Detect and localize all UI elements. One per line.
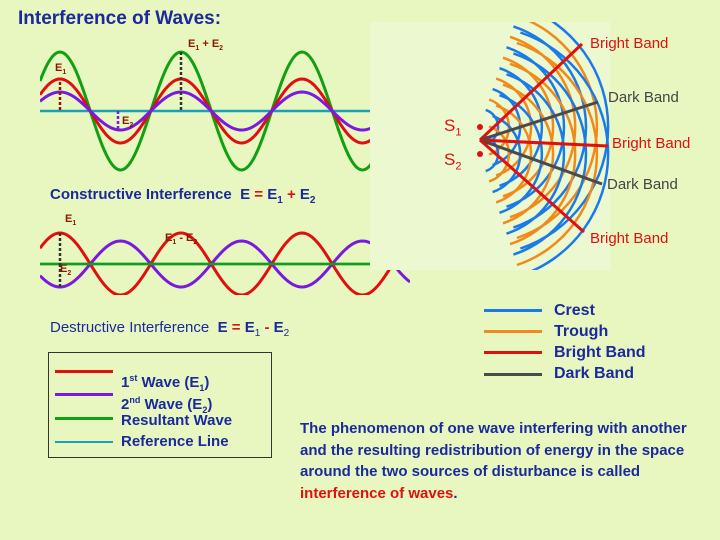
wavefront-arc [513, 52, 588, 256]
bright-band-label-3: Bright Band [590, 230, 669, 247]
legend-trough: Trough [554, 323, 609, 340]
legend-second-wave: 2nd Wave (E2) [121, 395, 213, 415]
legend-first-wave: 1st Wave (E1) [121, 373, 210, 393]
destructive-heading: Destructive Interference E = E1 - E2 [50, 319, 290, 339]
second-wave-swatch [55, 393, 113, 396]
wavefront-arc [520, 31, 610, 270]
label-e2-destructive: E2 [60, 263, 72, 278]
dark-band-label-2: Dark Band [607, 176, 678, 193]
source-s1-dot [477, 124, 483, 130]
band-line [479, 138, 603, 186]
resultant-swatch [55, 417, 113, 420]
first-wave [40, 231, 410, 295]
source-s2-label: S2 [444, 150, 462, 173]
constructive-heading: Constructive Interference E = E1 + E2 [50, 186, 316, 206]
second-wave [40, 90, 410, 132]
first-wave [40, 77, 410, 145]
legend-resultant: Resultant Wave [121, 412, 233, 429]
label-e1-minus-e2: E1 - E2 [165, 232, 198, 247]
source-s2-dot [477, 151, 483, 157]
pattern-legend: Crest Trough Bright Band Dark Band [480, 300, 700, 384]
wavefront-arc [509, 62, 577, 246]
label-e1-plus-e2: E1 + E2 [188, 38, 224, 53]
label-e1: E1 [55, 62, 67, 77]
band-line [478, 42, 584, 142]
legend-reference: Reference Line [121, 433, 229, 450]
description-text: The phenomenon of one wave interfering w… [300, 420, 687, 502]
dark-band-label-1: Dark Band [608, 89, 679, 106]
label-e1-destructive: E1 [65, 213, 77, 228]
wavefront-arc [488, 125, 511, 183]
interference-pattern [370, 22, 610, 270]
reference-swatch [55, 441, 113, 443]
second-wave [40, 239, 410, 289]
band-lines [478, 42, 609, 234]
page-title: Interference of Waves: [18, 8, 222, 29]
resultant-wave [40, 50, 410, 172]
bright-band-label-2: Bright Band [612, 135, 691, 152]
wavefront-arc [516, 22, 599, 240]
legend-bright-band: Bright Band [554, 344, 646, 361]
bright-band-label-1: Bright Band [590, 35, 669, 52]
band-line [479, 138, 585, 234]
label-e2: E2 [122, 115, 134, 130]
trough-swatch [484, 330, 542, 333]
legend-dark-band: Dark Band [554, 365, 635, 382]
constructive-wave-plot [40, 50, 410, 172]
legend-crest: Crest [554, 302, 595, 319]
wavefront-arc [495, 104, 533, 204]
dark-band-swatch [484, 373, 542, 376]
source-s1-label: S1 [444, 116, 462, 139]
band-line [479, 138, 609, 148]
first-wave-swatch [55, 370, 113, 373]
crest-swatch [484, 309, 542, 312]
destructive-wave-plot [40, 231, 410, 295]
band-line [479, 100, 599, 142]
wavefront-arc [520, 22, 610, 250]
wavefront-arc [516, 41, 599, 267]
bright-band-swatch [484, 351, 542, 354]
wave-legend: 1st Wave (E1) 2nd Wave (E2) Resultant Wa… [48, 352, 272, 458]
